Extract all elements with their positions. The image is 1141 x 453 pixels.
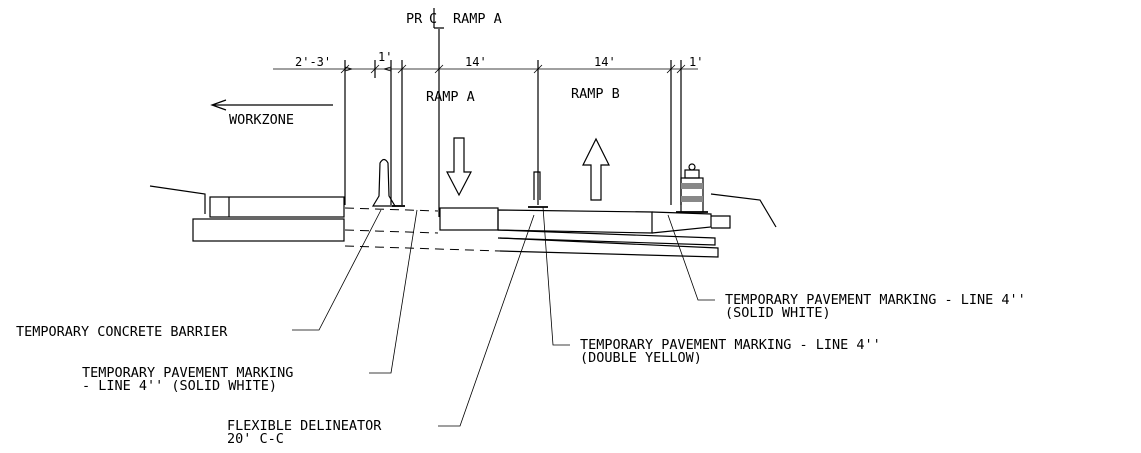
title-suffix: RAMP A [453, 11, 502, 27]
temporary-concrete-barrier [371, 158, 397, 207]
flexible-delineator-icon [528, 171, 548, 208]
arrow-down-icon [446, 137, 472, 197]
lane-label-ramp-a: RAMP A [426, 89, 475, 105]
workzone-label: WORKZONE [229, 112, 294, 128]
callout-marking-left-1: TEMPORARY PAVEMENT MARKING [82, 365, 293, 381]
callout-solid-white-right-1: TEMPORARY PAVEMENT MARKING - LINE 4'' [725, 292, 1026, 308]
dim-lane-b: 14' [594, 55, 616, 69]
workzone-arrow-icon [210, 99, 333, 111]
callout-leaders [292, 206, 715, 427]
svg-text:C: C [429, 11, 437, 27]
dim-offset-left: 1' [378, 50, 392, 64]
callout-barrier: TEMPORARY CONCRETE BARRIER [16, 324, 228, 340]
callout-delineator-2: 20' C-C [227, 431, 284, 447]
existing-pavement [192, 196, 345, 242]
drum-icon [676, 163, 708, 213]
dimension-line [273, 60, 698, 205]
callout-double-yellow-2: (DOUBLE YELLOW) [580, 350, 702, 366]
dim-shoulder: 2'-3' [295, 55, 331, 69]
pavement-joints [344, 207, 501, 252]
dim-offset-right: 1' [689, 55, 703, 69]
title-prefix: PR [406, 11, 423, 27]
callout-double-yellow-1: TEMPORARY PAVEMENT MARKING - LINE 4'' [580, 337, 881, 353]
callout-solid-white-right-2: (SOLID WHITE) [725, 305, 831, 321]
lane-label-ramp-b: RAMP B [571, 86, 620, 102]
callout-delineator-1: FLEXIBLE DELINEATOR [227, 418, 382, 434]
dim-lane-a: 14' [465, 55, 487, 69]
arrow-up-icon [582, 137, 610, 201]
ground-left [149, 185, 206, 214]
section-title: PR C RAMP A [406, 8, 502, 29]
ramp-pavement [439, 207, 731, 258]
ground-right [710, 193, 777, 228]
callout-marking-left-2: - LINE 4'' (SOLID WHITE) [82, 378, 277, 394]
centerline-symbol: C [429, 8, 444, 29]
